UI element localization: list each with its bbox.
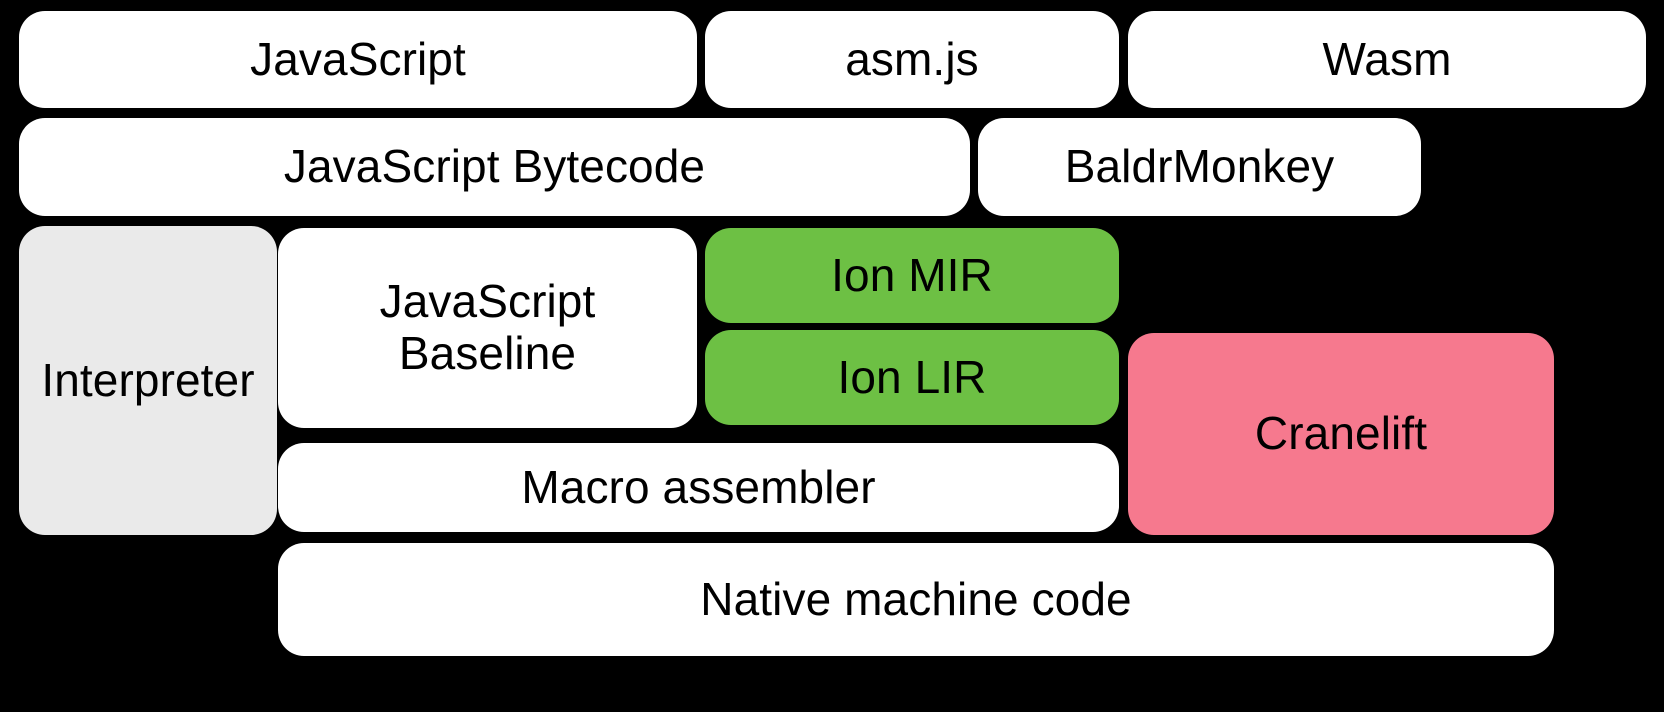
node-macro-assembler[interactable]: Macro assembler: [278, 443, 1119, 532]
node-label: Cranelift: [1254, 407, 1428, 460]
node-interpreter[interactable]: Interpreter: [19, 226, 277, 535]
node-label: Wasm: [1322, 32, 1452, 85]
node-ion-lir[interactable]: Ion LIR: [705, 330, 1119, 425]
node-label: JavaScript Bytecode: [283, 140, 706, 193]
node-javascript[interactable]: JavaScript: [19, 11, 697, 108]
node-label: Macro assembler: [521, 460, 876, 513]
node-native-machine-code[interactable]: Native machine code: [278, 543, 1554, 656]
node-baldrmonkey[interactable]: BaldrMonkey: [978, 118, 1421, 216]
node-label: Interpreter: [41, 353, 255, 406]
node-label: JavaScript: [250, 32, 466, 85]
node-label: Native machine code: [700, 572, 1132, 625]
node-ion-mir[interactable]: Ion MIR: [705, 228, 1119, 323]
node-label: Ion LIR: [837, 350, 987, 403]
node-javascript-bytecode[interactable]: JavaScript Bytecode: [19, 118, 970, 216]
node-label: asm.js: [845, 32, 979, 85]
node-asmjs[interactable]: asm.js: [705, 11, 1119, 108]
node-cranelift[interactable]: Cranelift: [1128, 333, 1554, 535]
node-label: BaldrMonkey: [1064, 140, 1335, 193]
node-label: JavaScript Baseline: [379, 275, 596, 379]
node-javascript-baseline[interactable]: JavaScript Baseline: [278, 228, 697, 428]
node-label: Ion MIR: [831, 248, 993, 301]
node-wasm[interactable]: Wasm: [1128, 11, 1646, 108]
